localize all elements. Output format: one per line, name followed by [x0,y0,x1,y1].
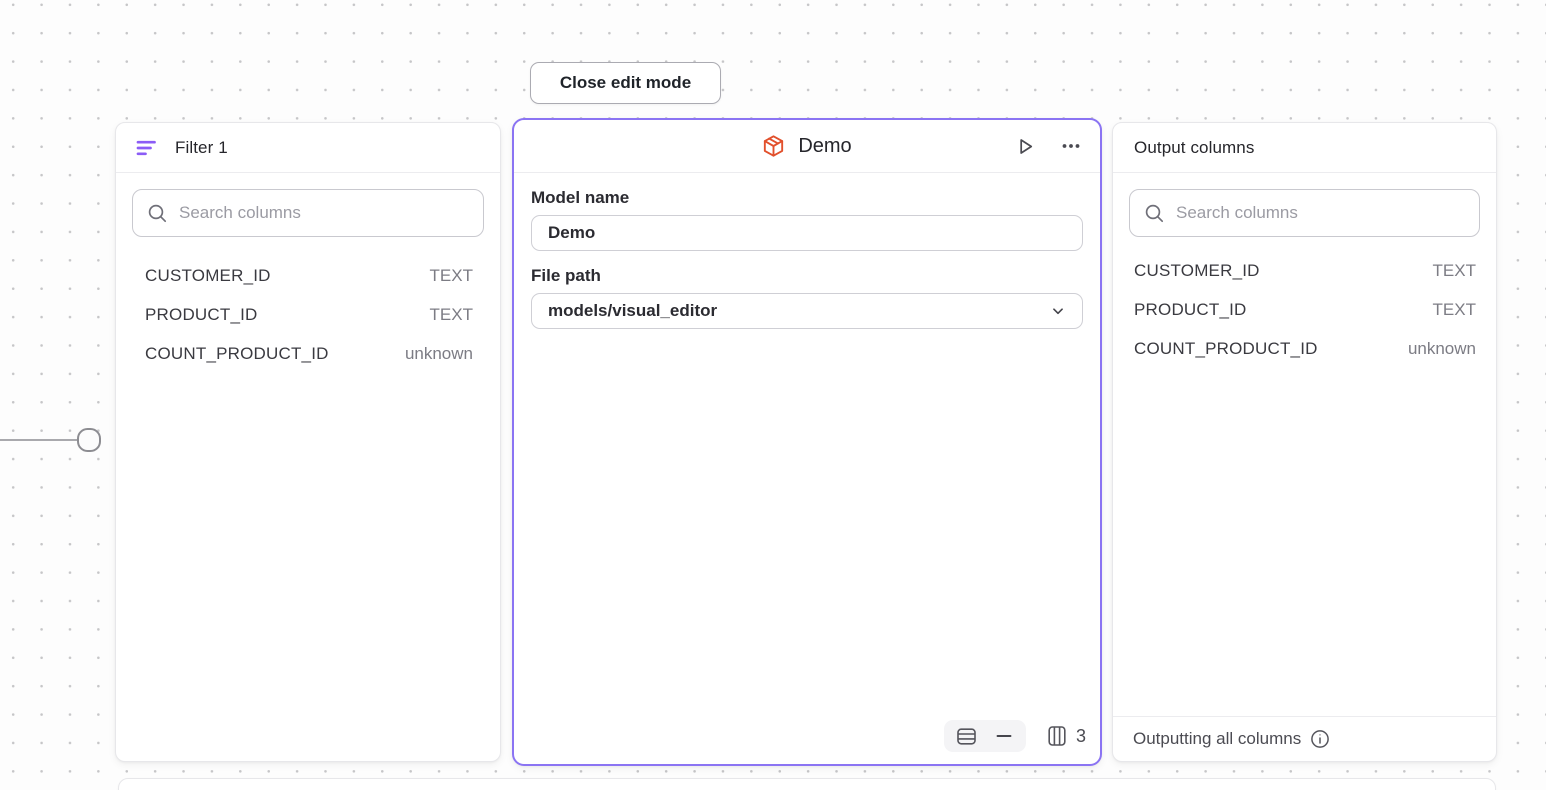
column-name: CUSTOMER_ID [145,265,271,285]
output-column-list: CUSTOMER_ID TEXT PRODUCT_ID TEXT COUNT_P… [1113,251,1496,368]
column-type: unknown [404,343,473,363]
model-panel-footer: 3 [943,720,1086,752]
row-count-button[interactable] [954,724,979,749]
model-panel-header: Demo [514,120,1100,173]
chevron-down-icon [1048,301,1068,321]
ellipsis-icon [1062,144,1080,148]
column-name: COUNT_PRODUCT_ID [1134,338,1318,358]
column-name: PRODUCT_ID [1134,299,1247,319]
filter-column-list: CUSTOMER_ID TEXT PRODUCT_ID TEXT COUNT_P… [116,256,500,373]
model-cube-icon [762,134,785,158]
column-name: COUNT_PRODUCT_ID [145,343,329,363]
output-panel-title: Output columns [1134,137,1255,157]
connector-port-handle[interactable] [77,428,101,452]
filter-panel-header: Filter 1 [116,123,500,173]
model-panel-title: Demo [798,134,852,157]
column-row[interactable]: CUSTOMER_ID TEXT [1113,251,1496,290]
columns-count-indicator: 3 [1047,725,1086,747]
column-row[interactable]: COUNT_PRODUCT_ID unknown [1113,329,1496,368]
model-node-panel[interactable]: Demo Model name File path models/visual_… [512,118,1102,766]
file-path-select[interactable]: models/visual_editor [531,293,1083,329]
model-panel-body: Model name File path models/visual_edito… [514,173,1100,764]
model-header-actions [852,133,1084,160]
column-name: PRODUCT_ID [145,304,258,324]
column-type: TEXT [1432,299,1476,319]
output-columns-panel[interactable]: Output columns CUSTOMER_ID TEXT PRODUCT_… [1112,122,1497,762]
output-search-input[interactable] [1176,203,1465,223]
filter-search-box [132,189,484,237]
output-panel-footer: Outputting all columns [1113,716,1496,761]
column-row[interactable]: PRODUCT_ID TEXT [1113,290,1496,329]
model-name-label: Model name [531,188,630,207]
model-name-input[interactable] [531,215,1083,251]
column-type: TEXT [1432,260,1476,280]
output-search-box [1129,189,1480,237]
more-options-button[interactable] [1058,133,1084,159]
column-name: CUSTOMER_ID [1134,260,1260,280]
column-type: TEXT [429,265,473,285]
column-type: TEXT [429,304,473,324]
column-row[interactable]: COUNT_PRODUCT_ID unknown [116,334,500,373]
search-icon [1144,203,1165,224]
filter-icon [136,138,157,158]
results-panel-edge [118,778,1496,790]
info-icon[interactable] [1310,729,1330,749]
outputting-all-columns-text: Outputting all columns [1133,729,1302,748]
connector-edge [0,439,78,441]
column-row[interactable]: CUSTOMER_ID TEXT [116,256,500,295]
table-columns-icon [1048,726,1066,746]
file-path-value: models/visual_editor [548,301,718,320]
run-model-button[interactable] [1012,133,1039,160]
close-edit-mode-button[interactable]: Close edit mode [530,62,721,104]
collapse-button[interactable] [992,724,1016,748]
file-path-label: File path [531,266,601,285]
view-toggle-group [943,720,1026,752]
table-rows-icon [957,727,976,745]
filter-node-panel[interactable]: Filter 1 CUSTOMER_ID TEXT PRODUCT_ID TEX… [115,122,501,762]
filter-search-input[interactable] [179,203,469,223]
output-panel-header: Output columns [1113,123,1496,173]
minus-icon [996,735,1012,737]
column-row[interactable]: PRODUCT_ID TEXT [116,295,500,334]
model-title-group: Demo [762,134,852,158]
search-icon [147,203,168,224]
column-type: unknown [1407,338,1476,358]
play-icon [1020,138,1033,154]
columns-count: 3 [1075,725,1086,746]
filter-panel-title: Filter 1 [175,137,228,157]
